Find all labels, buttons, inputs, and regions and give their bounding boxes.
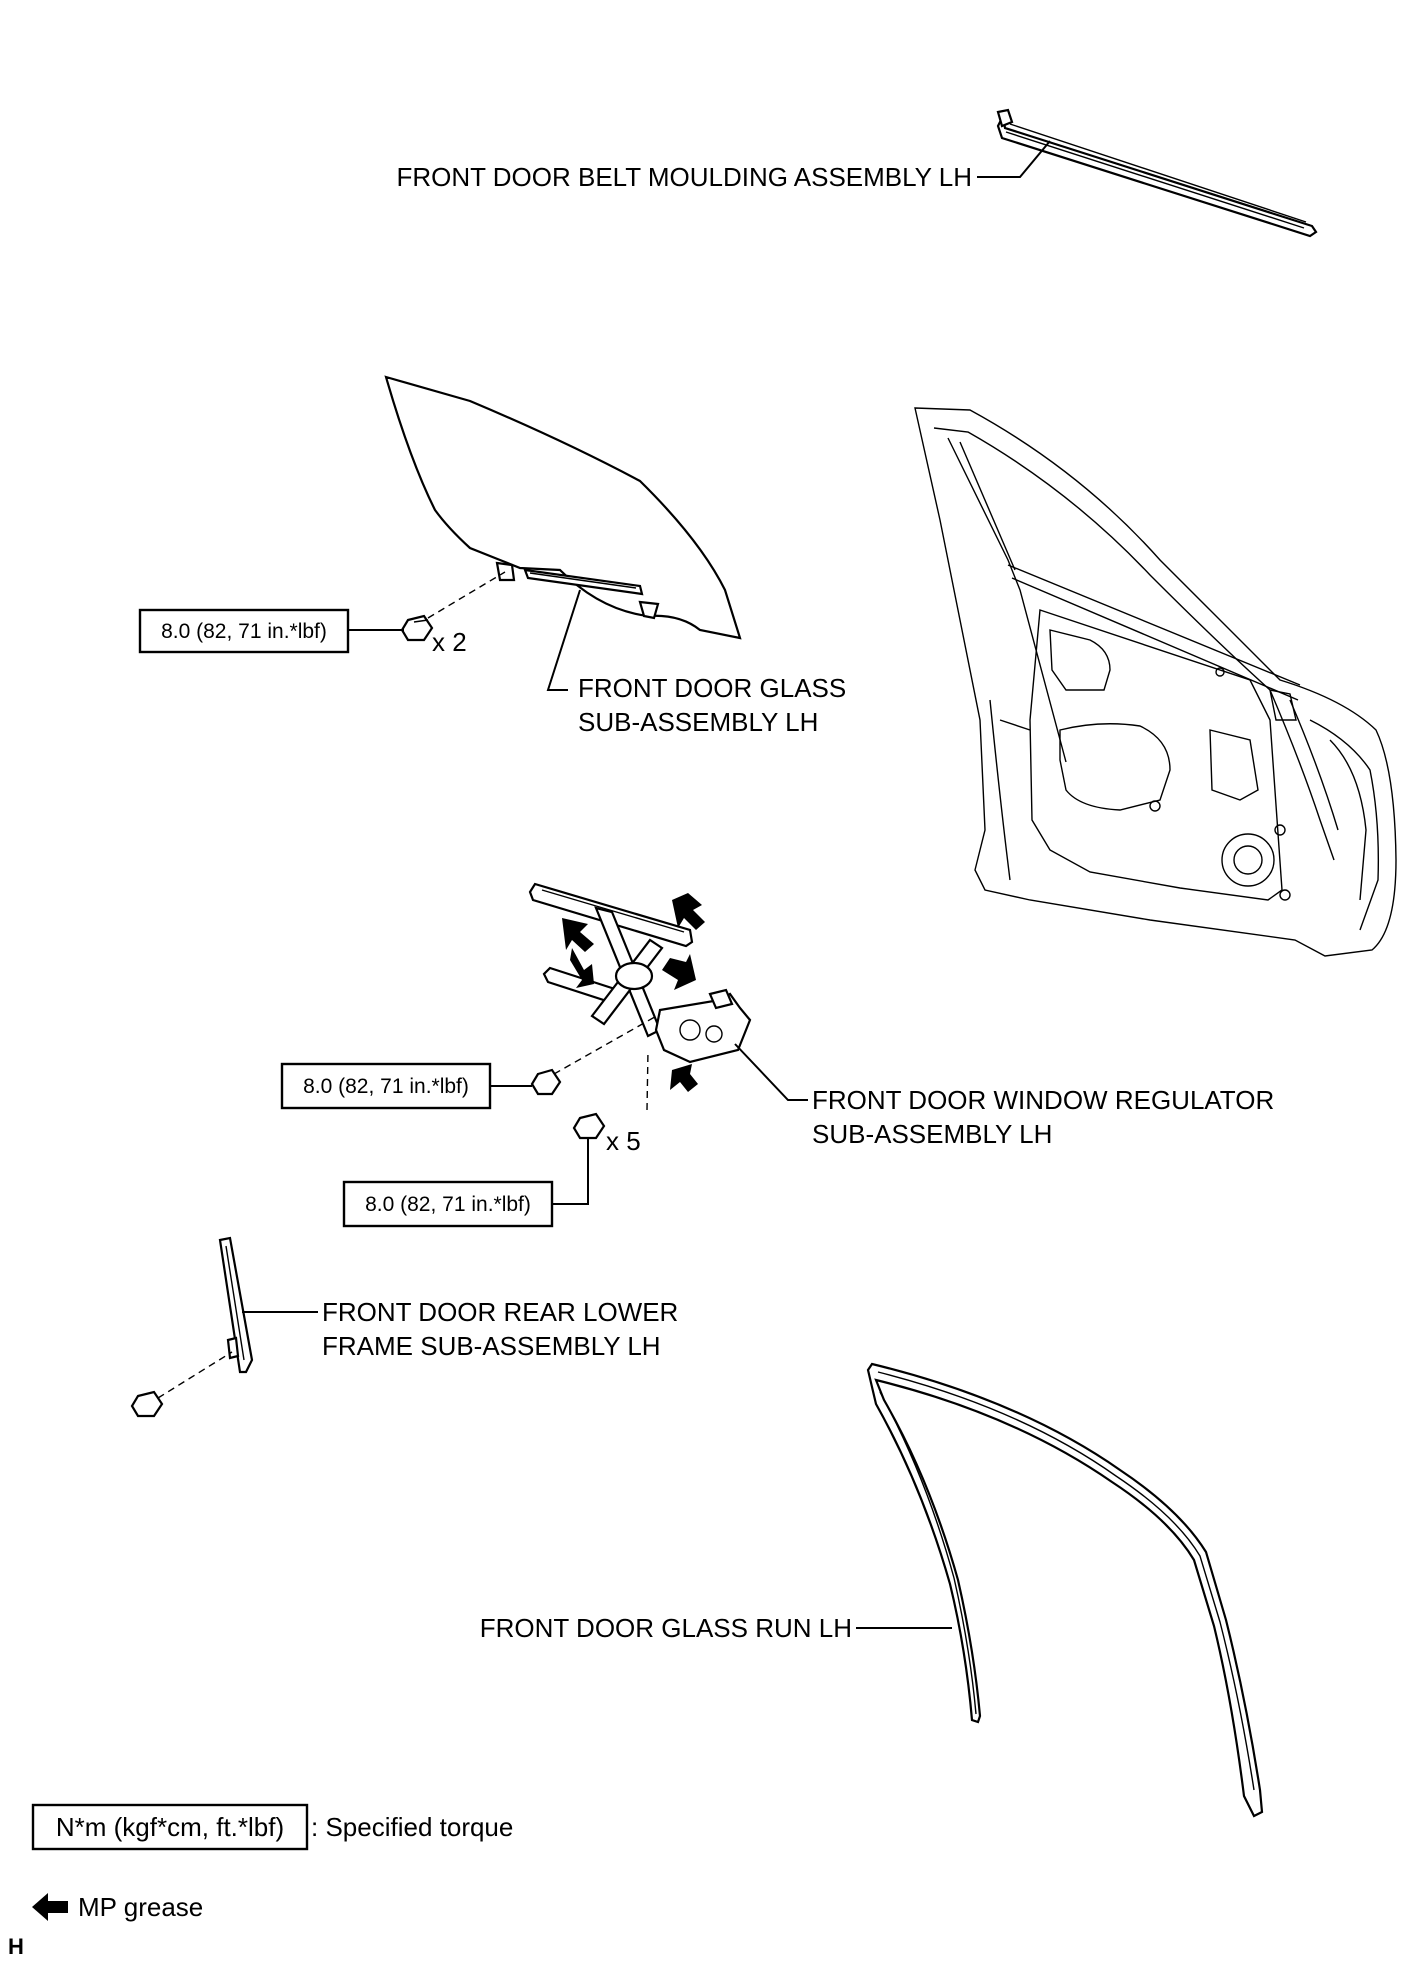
- rear-frame-bolt-dashline: [157, 1351, 233, 1399]
- regulator-bolts-torque-box: [342, 1180, 554, 1228]
- door-glass-label-line1: FRONT DOOR GLASS: [578, 673, 846, 703]
- regulator-bolts-quantity: x 5: [606, 1126, 641, 1156]
- front-door-panel: [914, 407, 1397, 957]
- belt-moulding-label: FRONT DOOR BELT MOULDING ASSEMBLY LH: [396, 162, 972, 192]
- regulator-torque-value: 8.0 (82, 71 in.*lbf): [303, 1075, 469, 1098]
- glass-run-part: [866, 1362, 1264, 1818]
- door-glass-label-line2: SUB-ASSEMBLY LH: [578, 707, 818, 737]
- regulator-bolts-icon: [572, 1112, 606, 1140]
- belt-moulding-leader: [977, 140, 1051, 178]
- window-regulator-label-line1: FRONT DOOR WINDOW REGULATOR: [812, 1085, 1274, 1115]
- legend-torque-unit: N*m (kgf*cm, ft.*lbf): [56, 1812, 284, 1842]
- legend-torque-description: : Specified torque: [311, 1812, 513, 1842]
- rear-frame-label-line2: FRAME SUB-ASSEMBLY LH: [322, 1331, 661, 1361]
- legend-grease-description: MP grease: [78, 1892, 203, 1922]
- grease-arrow-icon: [670, 1064, 698, 1092]
- rear-frame-label-line1: FRONT DOOR REAR LOWER: [322, 1297, 678, 1327]
- window-regulator-label-line2: SUB-ASSEMBLY LH: [812, 1119, 1052, 1149]
- glass-bolt-quantity: x 2: [432, 627, 467, 657]
- rear-lower-frame-part: [218, 1236, 254, 1374]
- arrow-left-icon: [32, 1893, 68, 1921]
- regulator-bolt-dashline: [553, 1013, 661, 1075]
- grease-arrow-icon: [562, 918, 594, 952]
- glass-bolt-icon: [400, 614, 434, 642]
- window-regulator-leader: [734, 1043, 808, 1101]
- speaker-mount-icon: [1221, 833, 1275, 887]
- grease-arrow-icon: [570, 948, 594, 988]
- regulator-bolts-torque-value: 8.0 (82, 71 in.*lbf): [365, 1193, 531, 1216]
- glass-torque-box: [138, 608, 350, 654]
- door-lock-icon: [1269, 689, 1297, 721]
- regulator-torque-box: [280, 1062, 492, 1110]
- grease-arrow-icon: [662, 954, 696, 990]
- regulator-bolt-icon: [530, 1068, 562, 1096]
- corner-mark: H: [8, 1934, 24, 1959]
- glass-bolt-dashline: [427, 571, 506, 619]
- window-regulator-part: [528, 882, 752, 1064]
- glass-torque-value: 8.0 (82, 71 in.*lbf): [161, 620, 327, 643]
- regulator-bolts-dashline: [646, 1049, 649, 1111]
- belt-moulding-part: [996, 108, 1318, 238]
- regulator-bolts-torque-leader: [552, 1138, 589, 1205]
- rear-frame-bolt-icon: [130, 1390, 164, 1418]
- legend-torque-box: [31, 1803, 309, 1851]
- glass-run-label: FRONT DOOR GLASS RUN LH: [480, 1613, 852, 1643]
- door-glass-leader: [546, 589, 581, 691]
- grease-arrow-icon: [672, 893, 705, 930]
- door-glass-part: [384, 375, 742, 640]
